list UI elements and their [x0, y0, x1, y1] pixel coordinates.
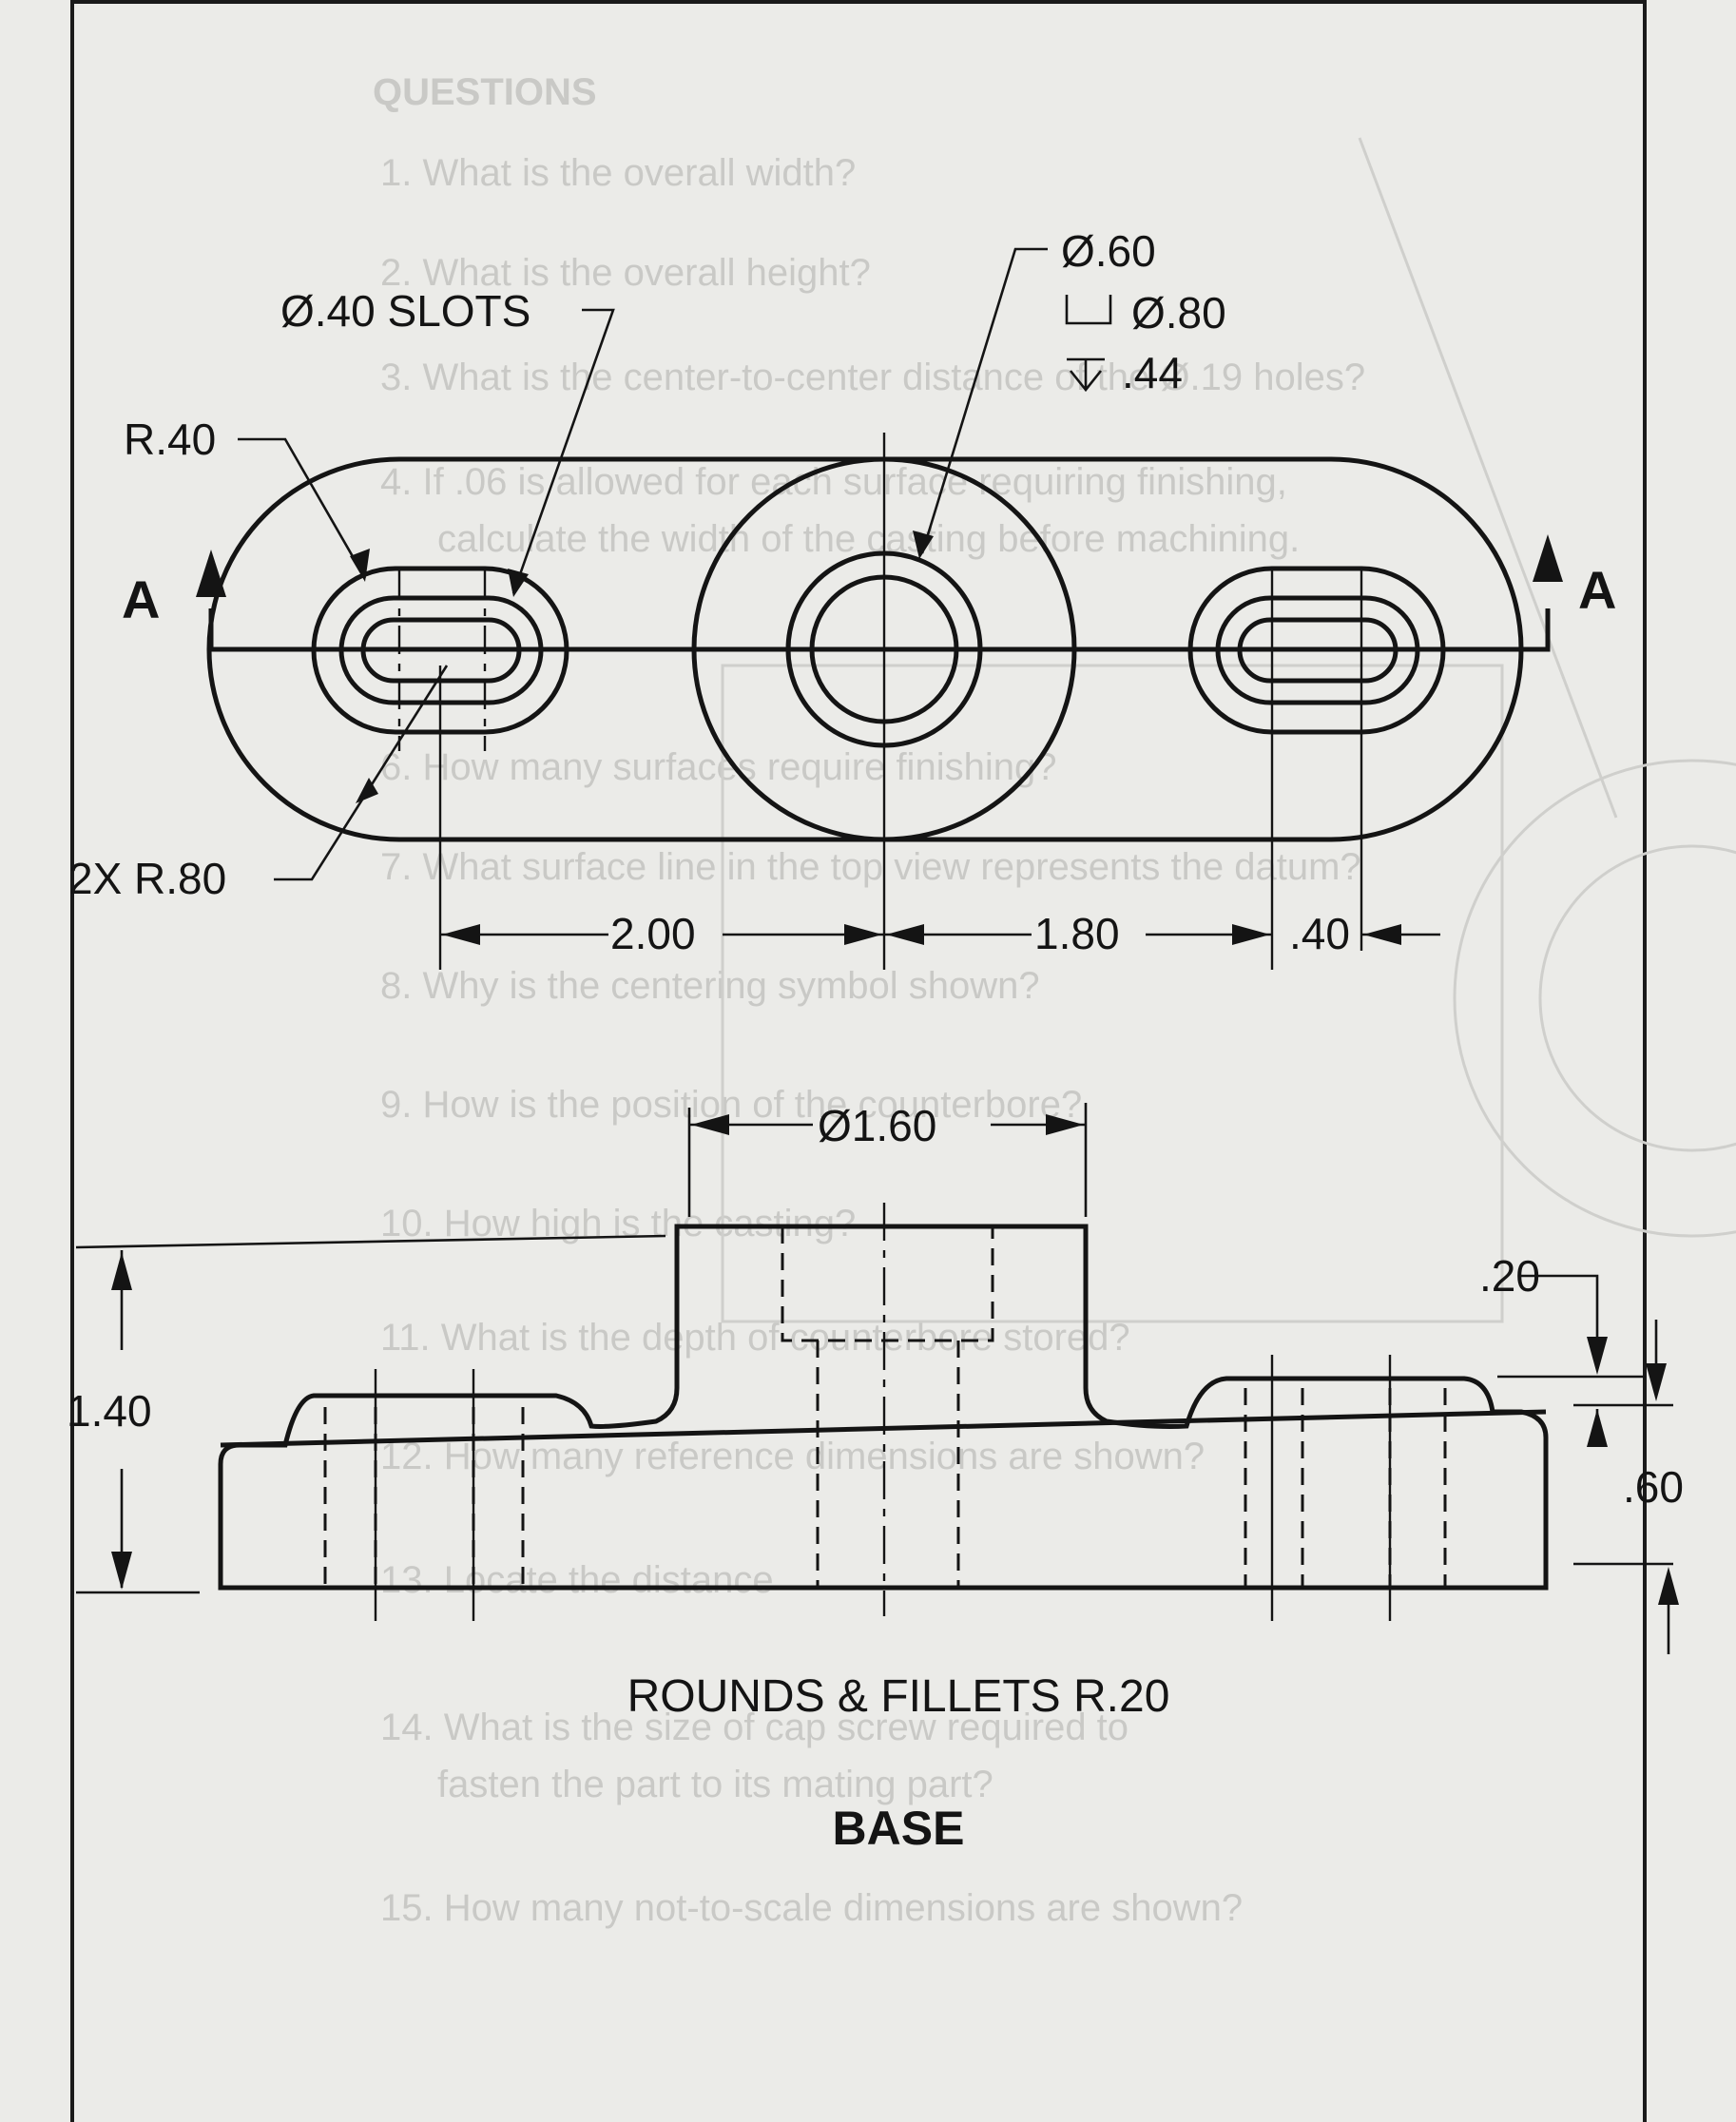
counterbore-symbol — [1065, 295, 1112, 325]
section-label-right: A — [1578, 560, 1616, 620]
hole-dia-label: Ø.60 — [1061, 226, 1156, 276]
ghost-q7: 7. What surface line in the top view rep… — [380, 846, 1361, 888]
ghost-q15: 15. How many not-to-scale dimensions are… — [380, 1887, 1243, 1929]
base-outline — [206, 456, 1524, 842]
cutting-plane-arrow-right — [1533, 534, 1563, 582]
front-view: Ø1.60 1.40 .20 .60 ROUNDS — [67, 1101, 1684, 1855]
pad-dim-leader — [1521, 1274, 1599, 1341]
slot-end-radius-label: R.40 — [124, 415, 216, 464]
hole-leader — [920, 247, 1048, 554]
dim-arrow — [1587, 1409, 1608, 1447]
ghost-q8: 8. Why is the centering symbol shown? — [380, 965, 1040, 1007]
left-slot-pad — [311, 566, 569, 735]
bleed-through-text: QUESTIONS 1. What is the overall width? … — [373, 71, 1736, 1929]
ghost-q6: 6. How many surfaces require finishing? — [380, 746, 1056, 788]
ghost-q9: 9. How is the position of the counterbor… — [380, 1084, 1082, 1126]
dim-arrow — [1658, 1567, 1679, 1605]
dim-arrow — [1363, 924, 1401, 945]
dim-arrow — [1587, 1337, 1608, 1375]
dim-arrow — [442, 924, 480, 945]
ghost-q12: 12. How many reference dimensions are sh… — [380, 1436, 1205, 1477]
height-ext-top — [75, 1234, 666, 1249]
drawing-title: BASE — [833, 1802, 965, 1855]
depth-symbol — [1067, 357, 1105, 393]
left-slot-inner — [360, 617, 522, 684]
r80-arrowhead — [356, 778, 378, 803]
ghost-circle-large — [1453, 759, 1736, 1238]
ghost-q14b: fasten the part to its mating part? — [437, 1764, 993, 1805]
dim-1.80: 1.80 — [1034, 909, 1120, 958]
ghost-rect — [721, 664, 1504, 1323]
dim-arrow — [691, 1114, 729, 1135]
slots-arrowhead — [508, 569, 529, 597]
dim-arrow — [1232, 924, 1270, 945]
dim-arrow — [1646, 1363, 1667, 1401]
counterbore-dia-label: Ø.80 — [1131, 288, 1226, 338]
ghost-leader — [1358, 137, 1618, 819]
ghost-q14: 14. What is the size of cap screw requir… — [380, 1707, 1128, 1748]
overall-height-label: 1.40 — [67, 1386, 152, 1436]
dim-arrow — [111, 1552, 132, 1590]
r80-leader — [274, 665, 449, 881]
dim-arrow — [844, 924, 882, 945]
top-view: Ø.40 SLOTS R.40 2X R.80 Ø.60 Ø.80 .44 A … — [68, 226, 1616, 970]
ghost-circle-small — [1538, 844, 1736, 1152]
dim-arrow — [111, 1252, 132, 1290]
dim-.40: .40 — [1289, 909, 1350, 958]
hole-arrowhead — [913, 530, 934, 559]
right-slot-outer — [1215, 595, 1420, 705]
cutting-plane-line — [208, 608, 1551, 652]
ghost-q11: 11. What is the depth of counterbore sto… — [380, 1317, 1130, 1359]
section-label-left: A — [122, 569, 160, 629]
slots-leader — [511, 308, 615, 594]
right-slot-inner — [1237, 617, 1398, 684]
dim-2.00: 2.00 — [610, 909, 696, 958]
ghost-q10: 10. How high is the casting? — [380, 1203, 856, 1244]
r40-arrowhead — [350, 549, 370, 582]
pad-height-label: .20 — [1479, 1251, 1540, 1301]
front-view-outline — [218, 1224, 1549, 1591]
sheet-border — [70, 0, 1647, 2122]
left-slot-outer — [338, 595, 544, 705]
ghost-q13: 13. Locate the distance — [380, 1559, 774, 1601]
ghost-q1: 1. What is the overall width? — [380, 152, 856, 194]
ghost-heading: QUESTIONS — [373, 71, 597, 113]
dim-arrow — [886, 924, 924, 945]
ghost-q2: 2. What is the overall height? — [380, 252, 871, 294]
ghost-q3: 3. What is the center-to-center distance… — [380, 357, 1365, 398]
base-height-label: .60 — [1623, 1462, 1684, 1512]
outer-radius-label: 2X R.80 — [68, 854, 226, 903]
r40-leader — [238, 437, 367, 579]
counterbore-depth-label: .44 — [1122, 348, 1183, 397]
slots-note: Ø.40 SLOTS — [280, 286, 530, 336]
boss-dia-label: Ø1.60 — [818, 1101, 936, 1150]
counterbore-hidden — [781, 1226, 994, 1342]
dim-arrow — [1046, 1114, 1084, 1135]
cutting-plane-arrow-left — [196, 550, 226, 597]
rounds-fillets-note: ROUNDS & FILLETS R.20 — [627, 1671, 1170, 1722]
